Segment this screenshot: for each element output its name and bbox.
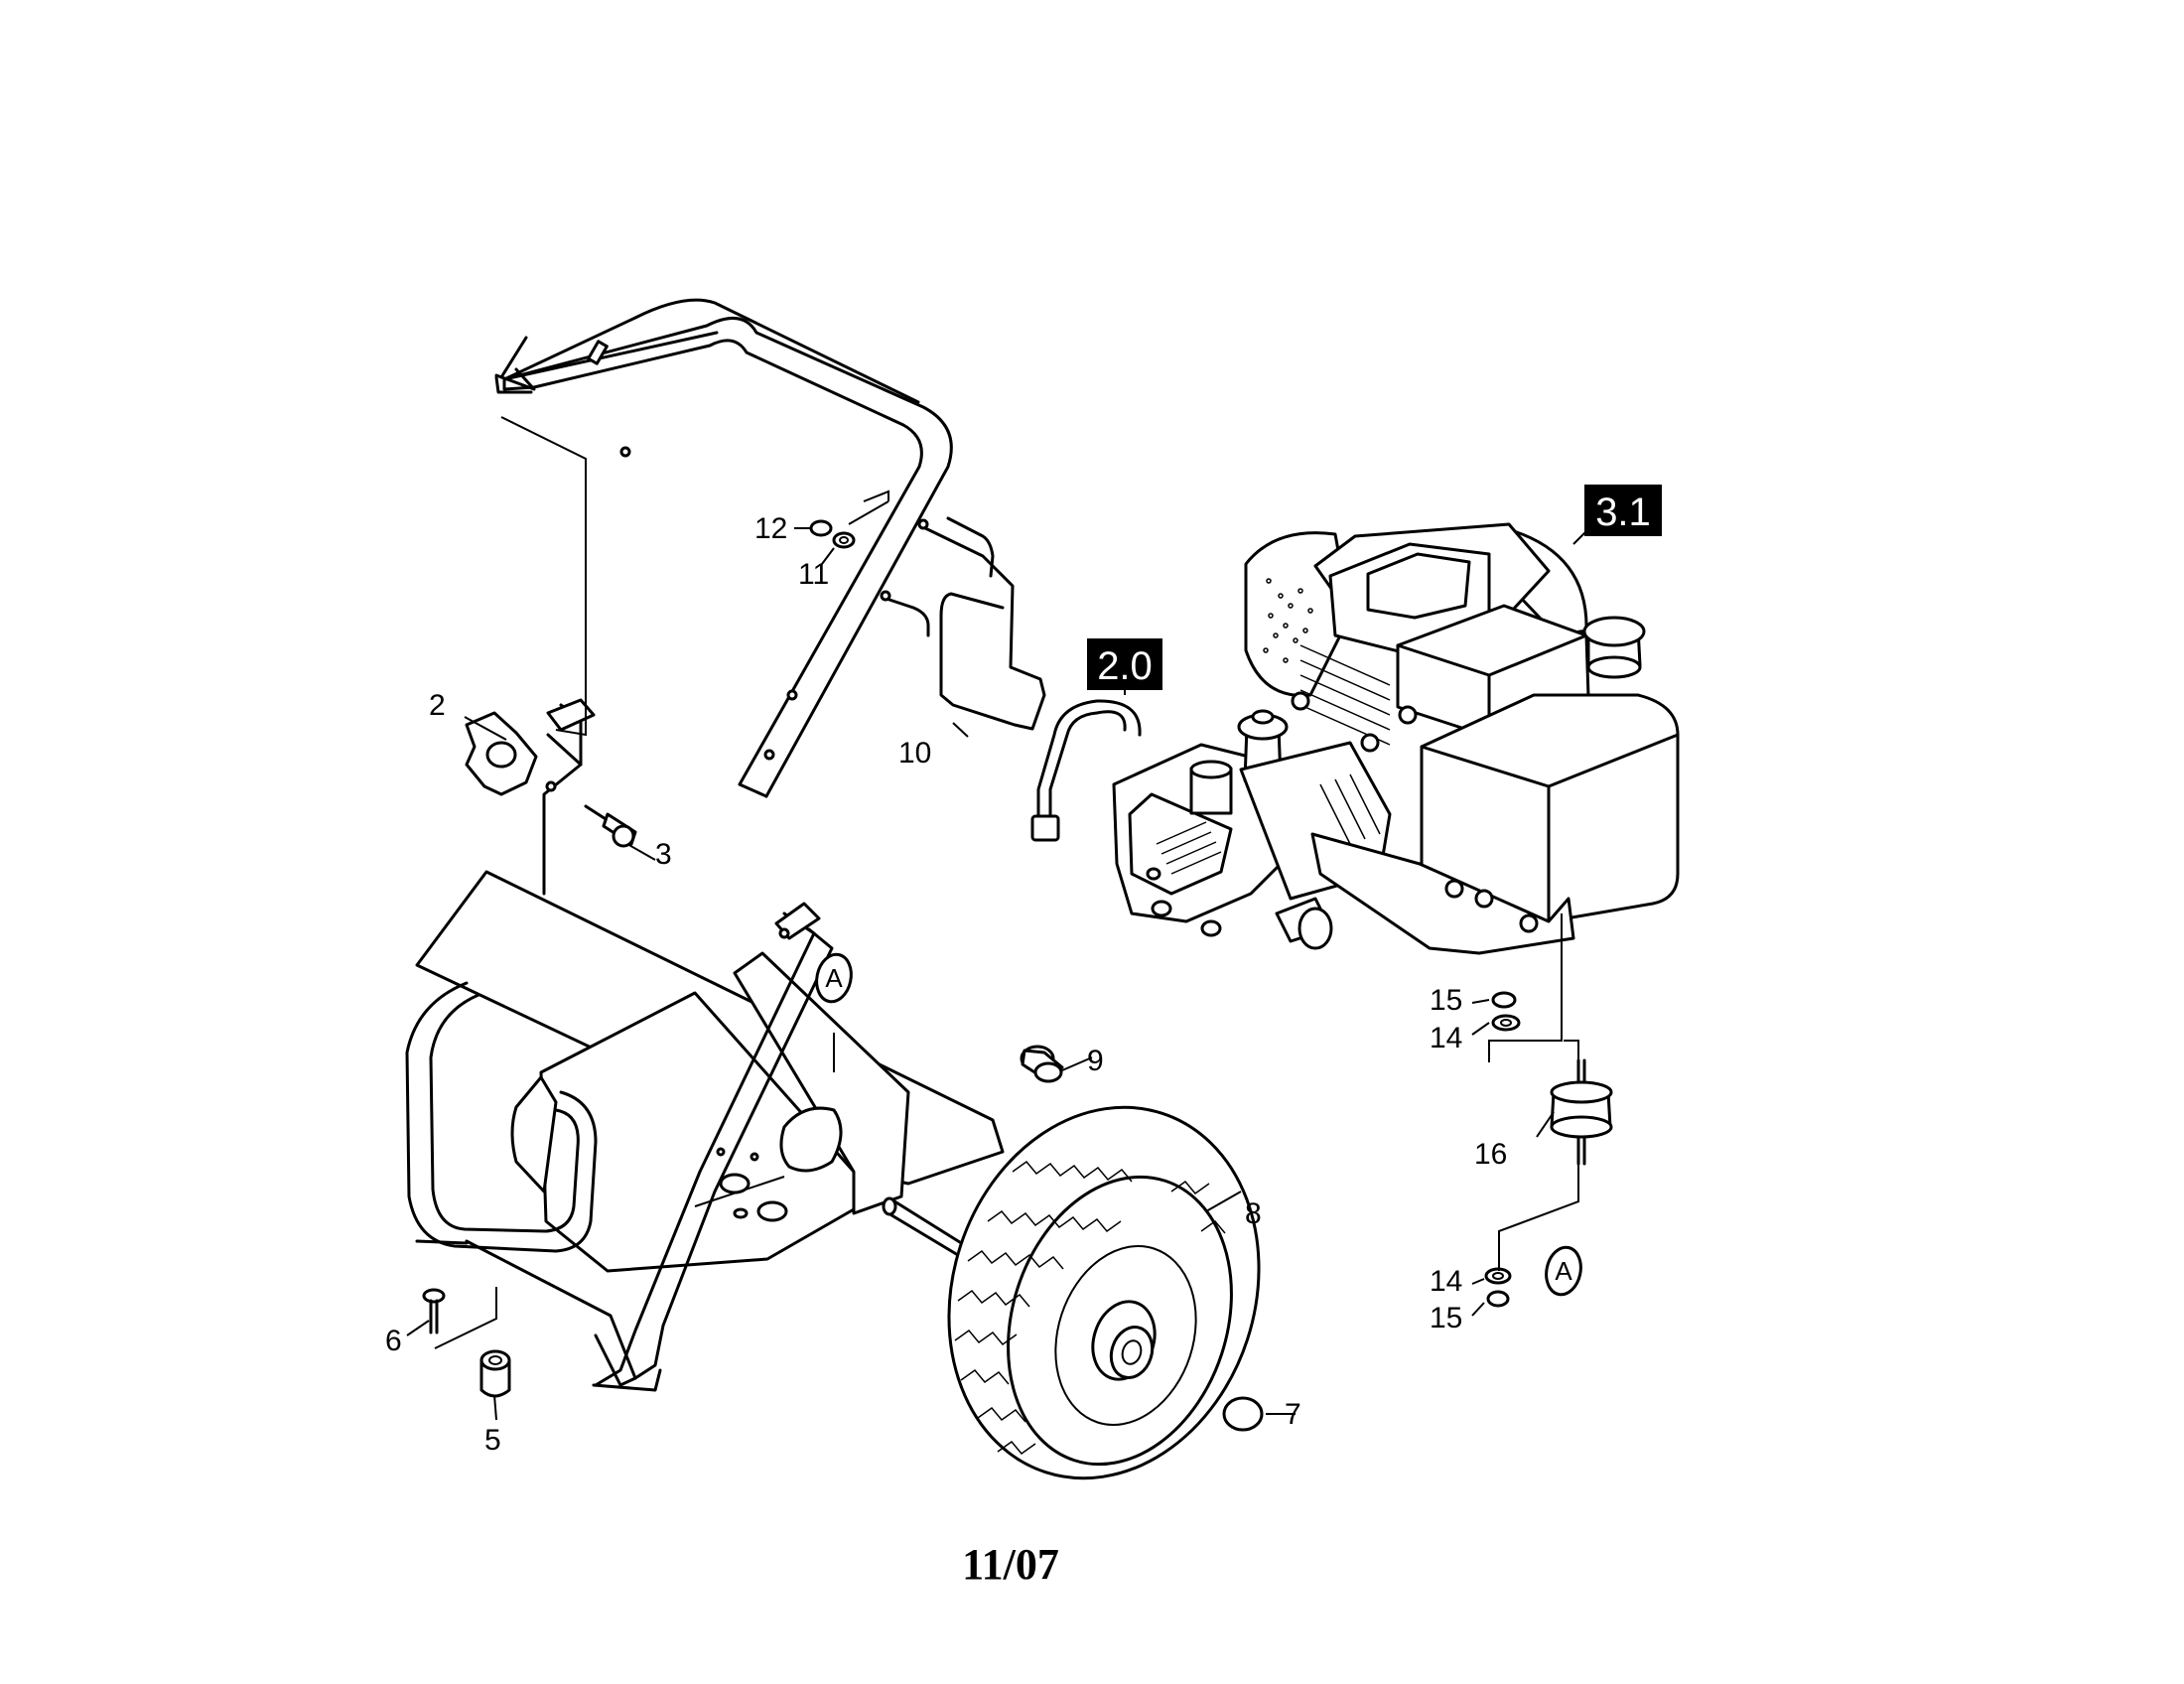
engine-assembly [1244,522,1680,955]
pump-assembly [1030,699,1392,950]
connection-marker-mount: A [1545,1245,1582,1297]
callout-14-lower: 14 [1430,1265,1462,1298]
connection-marker-frame: A [815,952,853,1004]
callout-2: 2 [429,689,446,722]
vibration-mount [1550,1058,1613,1166]
callout-6: 6 [385,1325,402,1357]
wheel [947,1105,1261,1480]
svg-text:2.0: 2.0 [1097,644,1153,688]
callout-7: 7 [1285,1398,1301,1431]
leader-lines [406,416,1594,1421]
nut-lower [1486,1290,1510,1308]
callout-14-upper: 14 [1430,1022,1462,1054]
callout-12: 12 [754,512,787,545]
callout-15-lower: 15 [1430,1302,1462,1334]
assembly-ref-engine: 3.1 [1584,485,1662,536]
frame [405,698,1005,1392]
screw [584,804,637,848]
svg-text:A: A [825,963,843,993]
callout-16: 16 [1474,1138,1507,1171]
svg-text:A: A [1555,1256,1572,1286]
nut-12 [809,519,833,537]
callout-labels: 2 3 5 6 7 8 9 10 11 12 15 14 16 14 15 [385,512,1507,1457]
handle-arms [494,298,920,404]
callout-8: 8 [1245,1197,1262,1230]
washer-upper [1491,1014,1521,1032]
callout-3: 3 [655,838,672,871]
svg-text:3.1: 3.1 [1595,491,1651,534]
callout-15-upper: 15 [1430,984,1462,1017]
callout-9: 9 [1087,1045,1104,1077]
callout-10: 10 [898,737,931,770]
hose-hook [880,516,1046,731]
date-code: 11/07 [962,1540,1059,1589]
washer-lower [1484,1267,1512,1285]
washer-11 [832,531,856,549]
knob [465,711,538,796]
callout-11: 11 [798,558,829,591]
handle-bar [494,317,953,798]
nut-upper [1491,991,1517,1009]
foot [479,1349,511,1398]
bumper [1020,1045,1064,1083]
assembly-ref-pump: 2.0 [1087,638,1162,690]
callout-5: 5 [484,1424,501,1457]
bolt [422,1288,446,1334]
hub-cap [1222,1396,1264,1432]
